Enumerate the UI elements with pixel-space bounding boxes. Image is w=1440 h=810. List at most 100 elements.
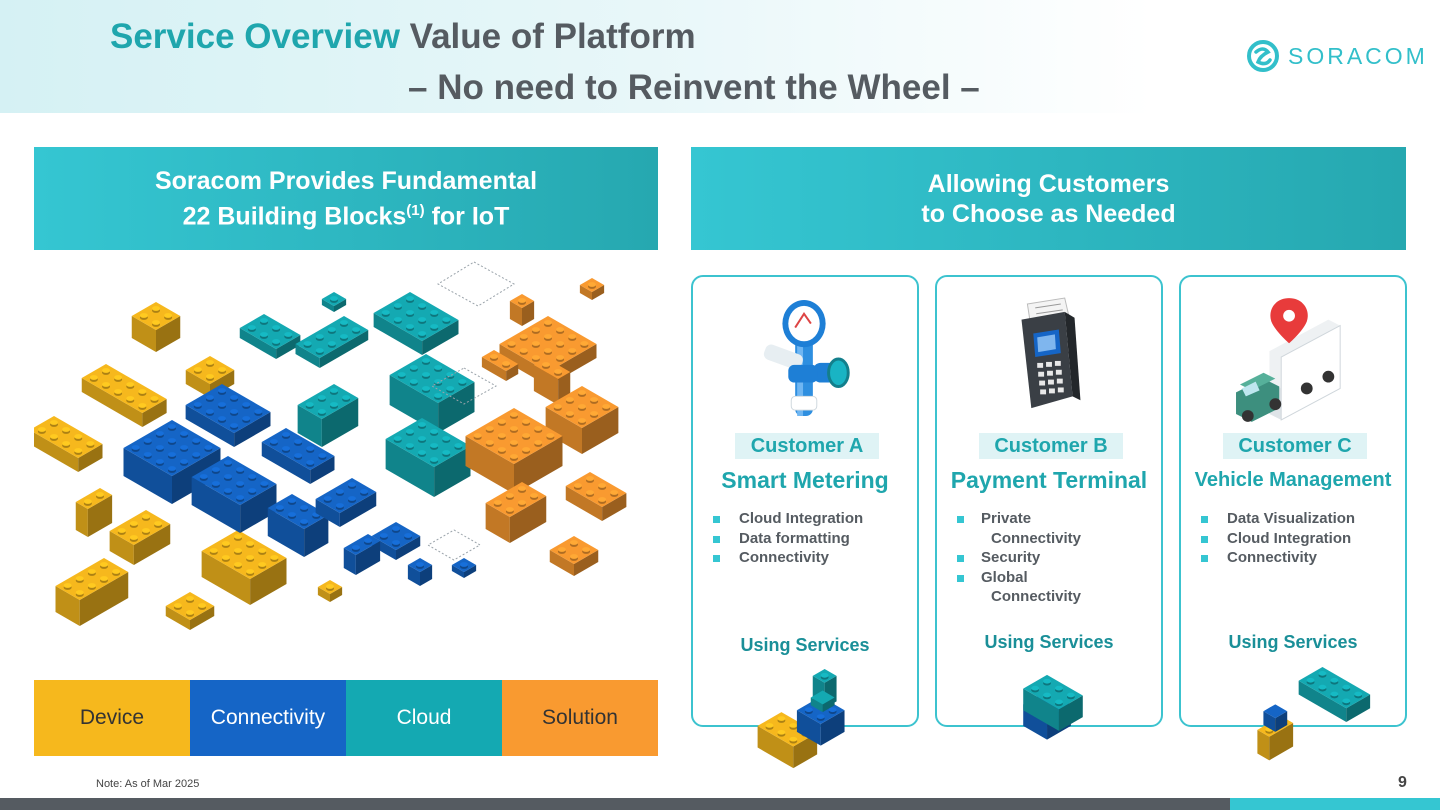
brick-face — [499, 316, 597, 372]
brick-stud-top — [568, 348, 577, 353]
brick-stud-top — [505, 507, 514, 512]
footer-bar-accent — [1230, 798, 1440, 810]
brick-stud-top — [422, 386, 430, 391]
brick-stud-top — [493, 500, 502, 505]
brick-stud-top — [218, 402, 226, 407]
brick-stud-top — [138, 389, 147, 394]
brick-stud-top — [542, 362, 550, 367]
brick-stud-top — [497, 447, 506, 452]
brick-stud-top — [143, 452, 152, 457]
brick-stud-top — [556, 341, 565, 346]
use-case-title: Vehicle Management — [1194, 469, 1392, 491]
brick-stud-top — [142, 514, 150, 519]
using-services-label: Using Services — [740, 635, 870, 655]
brick-stud-top — [150, 396, 159, 401]
brick-stud-top — [247, 325, 256, 330]
brick-face — [109, 531, 134, 565]
brick-stud-top — [442, 436, 451, 441]
brick-face — [240, 484, 277, 533]
header-band — [0, 0, 1440, 113]
brick-stud-top — [246, 555, 255, 560]
brick-stud-top — [152, 320, 160, 325]
brick-stud-top — [168, 466, 176, 471]
brick-face — [574, 550, 599, 576]
brick-stud-top — [164, 313, 173, 318]
brick-face — [1298, 680, 1347, 722]
brick-stud-top — [570, 554, 578, 559]
brick-face — [142, 399, 167, 427]
brick-face — [522, 301, 535, 326]
brick-stud-top — [360, 489, 369, 494]
brick-stud-top — [211, 467, 220, 472]
brick-face — [321, 398, 359, 447]
brick-stud-top — [434, 393, 443, 398]
brick-stud-top — [442, 317, 451, 322]
brick-stud-top — [531, 327, 540, 332]
brick-stud-top — [546, 433, 555, 438]
brick-stud-top — [510, 412, 518, 417]
brick-stud-top — [330, 388, 338, 393]
category-legend: Device Connectivity Cloud Solution — [34, 680, 658, 756]
brick-stud-top — [50, 420, 58, 425]
brick-stud-top — [406, 324, 414, 329]
brick-stud-top — [816, 714, 825, 719]
brick-face — [509, 496, 547, 543]
feature-list: Cloud Integration Data formatting Connec… — [711, 509, 863, 568]
footer-bar — [0, 798, 1230, 810]
brick-stud-top — [544, 348, 552, 353]
brick-stud-top — [534, 440, 543, 445]
brick-stud-top — [129, 535, 138, 540]
brick-stud-top — [326, 584, 334, 589]
brick-stud-top — [434, 365, 443, 370]
legend-connectivity: Connectivity — [190, 680, 346, 756]
brick-stud-top — [284, 332, 293, 337]
legend-solution: Solution — [502, 680, 658, 756]
feature-item: Cloud Integration — [711, 509, 863, 529]
brick-face — [485, 503, 510, 543]
brick-stud-top — [519, 334, 528, 339]
brick-stud-top — [306, 446, 315, 451]
brick-stud-top — [86, 441, 95, 446]
brick-stud-top — [282, 432, 290, 437]
brick-stud-top — [556, 355, 565, 360]
page-subtitle: – No need to Reinvent the Wheel – — [408, 68, 980, 107]
brick-face — [34, 416, 103, 458]
brick-stud-top — [442, 450, 451, 455]
brick-stud-top — [458, 379, 467, 384]
brick-stud-top — [114, 375, 123, 380]
brick-stud-top — [522, 433, 531, 438]
brick-stud-top — [315, 334, 324, 339]
brick-stud-top — [272, 339, 281, 344]
brick-stud-top — [193, 367, 202, 372]
brick-face — [1298, 666, 1371, 709]
brick-stud-top — [406, 310, 414, 315]
brick-stud-top — [205, 395, 214, 400]
soracom-logo: SORACOM — [1246, 38, 1428, 74]
brick-stud-top — [1318, 684, 1327, 690]
brick-stud-top — [392, 540, 400, 545]
brick-stud-top — [209, 548, 218, 553]
brick-stud-top — [556, 327, 565, 332]
brick-face — [1269, 722, 1294, 761]
customer-card-a: Customer A Smart Metering Cloud Integrat… — [691, 275, 919, 769]
feature-item: Security — [955, 548, 1115, 568]
brick-stud-top — [565, 397, 574, 402]
brick-face — [549, 550, 574, 576]
use-case-title: Payment Terminal — [950, 467, 1148, 493]
brick-stud-top — [198, 603, 207, 608]
brick-stud-top — [393, 317, 402, 322]
brick-face — [201, 551, 251, 605]
brick-face — [385, 439, 435, 497]
brick-stud-top — [224, 460, 232, 465]
brick-stud-top — [258, 562, 267, 567]
brick-face — [1023, 688, 1059, 731]
feature-line: Global — [981, 568, 1028, 586]
brick-stud-top — [510, 440, 518, 445]
brick-face — [81, 378, 143, 427]
brick-stud-top — [330, 402, 338, 407]
footnote: Note: As of Mar 2025 — [96, 778, 200, 790]
brick-stud-top — [522, 447, 531, 452]
brick-stud-top — [50, 434, 58, 439]
brick-stud-top — [418, 450, 426, 455]
brick-face — [757, 712, 818, 747]
